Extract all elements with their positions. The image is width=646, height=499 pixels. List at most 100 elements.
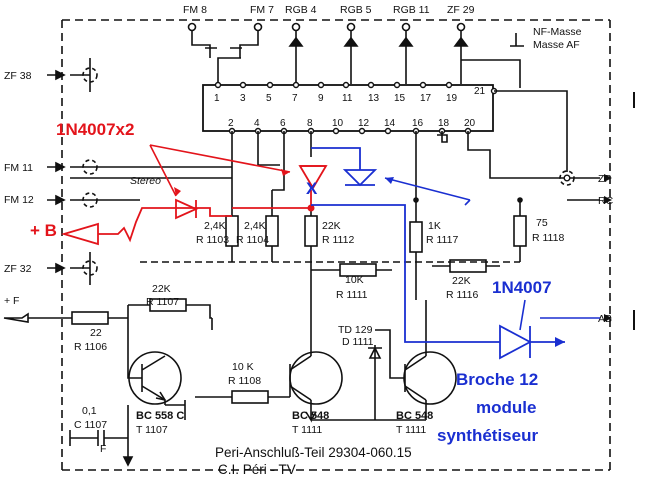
red-diode-1 [175, 198, 199, 220]
left-label-plus-b: + B [30, 221, 57, 240]
svg-text:R 1104: R 1104 [236, 234, 269, 246]
ic-pin-4: 4 [254, 118, 260, 129]
ic-pin-8: 8 [307, 118, 313, 129]
ic-pin-19: 19 [446, 93, 458, 104]
svg-text:22K: 22K [452, 275, 471, 287]
ic-pin-1: 1 [214, 93, 220, 104]
ic-pin-14: 14 [384, 118, 396, 129]
svg-text:T 1111: T 1111 [292, 424, 322, 436]
top-label-fm8: FM 8 [183, 4, 207, 16]
svg-text:R 1103: R 1103 [196, 234, 229, 246]
top-label-zf29: ZF 29 [447, 4, 475, 16]
right-label-ab: AB [598, 313, 612, 325]
svg-text:R 1108: R 1108 [228, 375, 261, 387]
footer-part-number: Peri-Anschluß-Teil 29304-060.15 [215, 445, 412, 460]
top-label-fm7: FM 7 [250, 4, 274, 16]
ic-pin-2: 2 [228, 118, 234, 129]
broche-label-line3: synthétiseur [437, 426, 538, 445]
svg-text:R 1112: R 1112 [322, 234, 354, 246]
ground-legend: NF-Masse Masse AF [510, 26, 582, 51]
ic-pin-6: 6 [280, 118, 286, 129]
top-label-rgb11: RGB 11 [393, 4, 430, 16]
svg-text:R 1116: R 1116 [446, 289, 478, 301]
ic-pin-20: 20 [464, 118, 476, 129]
svg-text:R 1111: R 1111 [336, 289, 368, 301]
ic-pin-21: 21 [474, 86, 486, 97]
svg-text:22K: 22K [322, 220, 341, 232]
red-annotation-label: 1N4007x2 [56, 120, 134, 139]
ic-pin-18: 18 [438, 118, 450, 129]
svg-text:R 1118: R 1118 [532, 232, 564, 244]
top-connectors [187, 22, 521, 88]
blue-diode-2 [499, 324, 532, 360]
masse-af-label: Masse AF [533, 39, 580, 51]
svg-text:1K: 1K [428, 220, 441, 232]
svg-text:T 1107: T 1107 [136, 424, 168, 436]
left-label-plus-f: + F [4, 295, 19, 307]
ic-pin-9: 9 [318, 93, 324, 104]
svg-text:R 1106: R 1106 [74, 341, 107, 353]
ic-pin-16: 16 [412, 118, 424, 129]
svg-text:10 K: 10 K [232, 361, 254, 373]
svg-text:BC 558 C: BC 558 C [136, 410, 184, 422]
zigzag-wire [98, 207, 176, 243]
ic-pin-15: 15 [394, 93, 406, 104]
ic-pin-17: 17 [420, 93, 432, 104]
svg-text:22K: 22K [152, 283, 171, 295]
footer-subtitle: C.I. Péri - TV [218, 462, 296, 477]
ic-pin-13: 13 [368, 93, 380, 104]
left-label-fm12: FM 12 [4, 194, 34, 206]
svg-text:22: 22 [90, 327, 102, 339]
resistor-network [140, 178, 520, 300]
lower-labels: TD 129 D 1111 0,1 C 1107 F BC 558 C T 11… [74, 324, 433, 477]
module-border [61, 19, 611, 471]
svg-text:D 1111: D 1111 [342, 336, 374, 348]
ic-pin-10: 10 [332, 118, 344, 129]
svg-text:75: 75 [536, 217, 548, 229]
resistor-r1112 [304, 215, 318, 247]
svg-text:C 1107: C 1107 [74, 419, 107, 431]
top-labels: FM 8 FM 7 RGB 4 RGB 5 RGB 11 ZF 29 [183, 4, 475, 16]
resistor-labels: 2,4K R 1103 2,4K R 1104 22K R 1112 1K R … [74, 217, 564, 387]
svg-text:F: F [100, 443, 106, 455]
top-label-rgb5: RGB 5 [340, 4, 372, 16]
ic-pin-3: 3 [240, 93, 246, 104]
left-connectors: ZF 38 FM 11 FM 12 + B ZF 32 + F Stereo [3, 67, 232, 323]
svg-text:10K: 10K [345, 274, 364, 286]
nf-masse-label: NF-Masse [533, 26, 582, 38]
ic-wiring [70, 58, 600, 285]
ic-pin-5: 5 [266, 93, 272, 104]
blue-annotation-label: 1N4007 [492, 278, 552, 297]
right-label-rc: RC [598, 195, 614, 207]
right-connectors: ZF RC AB [413, 170, 614, 325]
red-modification: 1N4007x2 [56, 120, 328, 246]
left-label-fm11: FM 11 [4, 162, 33, 174]
blue-modification: X 1N4007 Broche 12 module synthétiseur [306, 147, 600, 445]
stereo-label: Stereo [130, 175, 161, 187]
ic-pin-11: 11 [342, 93, 353, 104]
svg-text:T 1111: T 1111 [396, 424, 426, 436]
plus-b-arrow-icon [60, 222, 99, 246]
lower-circuit [69, 298, 457, 467]
cut-mark-icon: X [306, 179, 318, 198]
svg-text:2,4K: 2,4K [244, 220, 266, 232]
transistor-t1111a [289, 351, 343, 405]
ic-pin-12: 12 [358, 118, 370, 129]
diode-d1111 [368, 345, 382, 420]
ic-block: 1 3 5 7 9 11 13 15 17 19 21 2 4 6 8 10 1… [202, 81, 498, 135]
broche-label-line2: module [476, 398, 536, 417]
svg-text:BC 548: BC 548 [292, 410, 329, 422]
svg-text:BC 548: BC 548 [396, 410, 433, 422]
ic-pin-7: 7 [292, 93, 298, 104]
blue-diode-1 [342, 169, 378, 187]
left-label-zf32: ZF 32 [4, 263, 32, 275]
svg-text:TD 129: TD 129 [338, 324, 373, 336]
svg-text:R 1117: R 1117 [426, 234, 458, 246]
right-label-zf: ZF [598, 173, 611, 185]
top-label-rgb4: RGB 4 [285, 4, 317, 16]
svg-text:0,1: 0,1 [82, 405, 97, 417]
transistor-t1111b [403, 351, 457, 405]
svg-text:2,4K: 2,4K [204, 220, 226, 232]
svg-text:R 1107: R 1107 [146, 296, 179, 308]
